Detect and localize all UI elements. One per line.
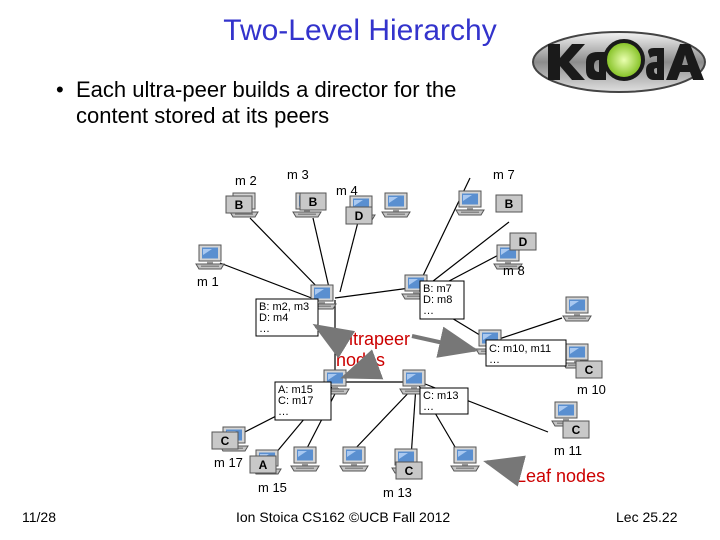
content-box-label: A (259, 458, 268, 472)
directory-box (419, 387, 469, 415)
kazaa-logo-icon (532, 31, 706, 93)
directory-entry: B: m7 (423, 283, 452, 295)
ultrapeer-label: nodes (336, 350, 385, 370)
arrow-icon (312, 323, 356, 359)
content-box-label: B (505, 197, 514, 211)
slide-title: Two-Level Hierarchy (223, 14, 497, 47)
node-label: m 17 (214, 455, 243, 470)
directory-entry: … (259, 323, 270, 335)
node-label: m 11 (554, 443, 582, 458)
content-box-label: C (405, 464, 414, 478)
content-box (509, 232, 537, 251)
arrow-icon (483, 455, 526, 487)
arrow-icon (411, 326, 479, 358)
content-box (299, 192, 327, 211)
leaf-pc-icon (290, 446, 320, 472)
directory-box (485, 339, 567, 367)
leaf-m7-pc-icon (455, 190, 485, 216)
leaf-nodes-label: Leaf nodes (516, 466, 605, 486)
directory-entry: A: m15 (278, 384, 313, 396)
leaf-pc-icon (339, 446, 369, 472)
leaf-pc-icon (450, 446, 480, 472)
directory-box (255, 298, 319, 337)
content-box (249, 455, 277, 474)
directory-entry: … (489, 354, 500, 366)
node-label: m 4 (336, 183, 358, 198)
content-box-label: C (572, 423, 581, 437)
node-label: m 2 (235, 173, 257, 188)
content-box-label: D (519, 235, 528, 249)
footer-lecture: Lec 25.22 (616, 509, 678, 525)
node-label: m 7 (493, 167, 515, 182)
content-box (575, 360, 603, 379)
directory-entry: C: m17 (278, 395, 313, 407)
bullet-marker: • (56, 77, 64, 102)
content-box-label: B (235, 198, 244, 212)
footer-credit: Ion Stoica CS162 ©UCB Fall 2012 (236, 509, 451, 525)
node-label: m 10 (577, 382, 606, 397)
content-box (495, 194, 523, 213)
directory-entry: B: m2, m3 (259, 301, 309, 313)
content-box (395, 461, 423, 480)
arrow-icon (340, 349, 384, 380)
content-box (562, 420, 590, 439)
directory-entry: … (423, 401, 434, 413)
content-box (225, 195, 253, 214)
ultrapeer-label: Ultrapeer (336, 329, 410, 349)
content-box-label: C (221, 434, 230, 448)
leaf-m1-pc-icon (195, 244, 225, 270)
directory-box (419, 280, 465, 320)
content-box-label: C (585, 363, 594, 377)
node-label: m 1 (197, 274, 219, 289)
directory-entry: … (423, 305, 434, 317)
node-label: m 15 (258, 480, 287, 495)
directory-entry: C: m10, m11 (489, 343, 551, 355)
directory-box (274, 381, 332, 421)
content-box (345, 206, 373, 225)
node-label: m 8 (503, 263, 525, 278)
content-box (211, 431, 239, 450)
leaf-pc-icon (562, 296, 592, 322)
footer-date: 11/28 (22, 509, 56, 525)
directory-entry: D: m8 (423, 294, 452, 306)
directory-entry: … (278, 406, 289, 418)
node-label: m 13 (383, 485, 412, 500)
bullet-line-1: Each ultra-peer builds a director for th… (76, 77, 457, 102)
bullet-line-2: content stored at its peers (76, 103, 330, 128)
node-label: m 3 (287, 167, 309, 182)
leaf-pc-icon (381, 192, 411, 218)
content-box-label: B (309, 195, 318, 209)
directory-entry: D: m4 (259, 312, 288, 324)
content-box-label: D (355, 209, 364, 223)
directory-entry: C: m13 (423, 390, 458, 402)
